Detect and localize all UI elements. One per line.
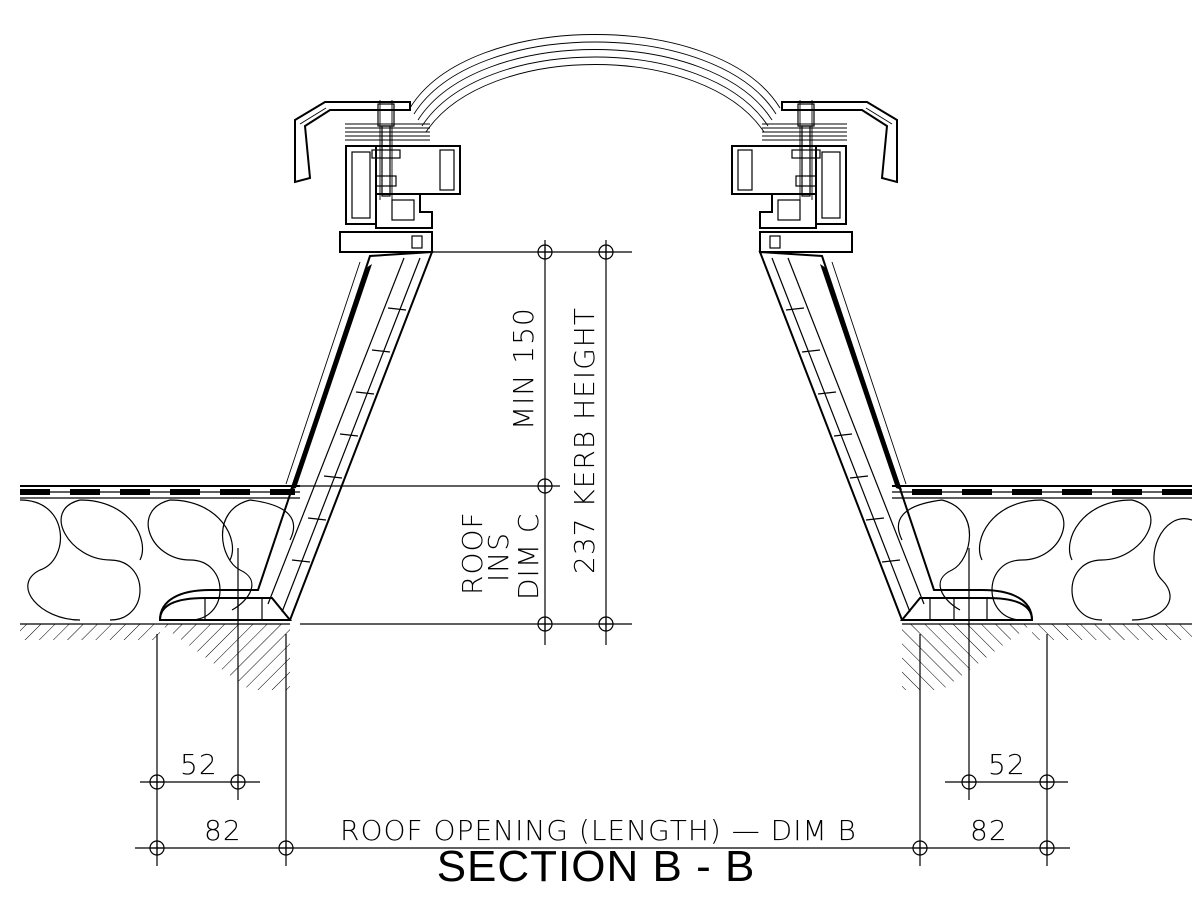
label-min-150: MIN 150	[507, 307, 540, 430]
section-title: SECTION B - B	[436, 842, 756, 891]
label-roof-opening: ROOF OPENING (LENGTH) — DIM B	[340, 814, 857, 847]
label-52-left: 52	[180, 748, 218, 781]
right-upstand	[731, 100, 1192, 690]
left-frame-profile	[345, 145, 461, 229]
left-kerb-cells	[291, 307, 407, 563]
label-dim-c: DIM C	[512, 513, 545, 600]
dome-glazing	[409, 34, 781, 133]
label-kerb-height: 237 KERB HEIGHT	[568, 307, 601, 574]
vertical-dimensions: MIN 150 237 KERB HEIGHT ROOF INS DIM C	[300, 240, 632, 645]
label-82-right: 82	[970, 814, 1008, 847]
label-roof: ROOF	[456, 511, 489, 595]
label-ins: INS	[482, 532, 515, 582]
horizontal-dim-nodes	[149, 774, 1055, 856]
dim-node-marks	[537, 244, 614, 632]
left-glazing-stack	[345, 123, 430, 141]
left-upstand	[19, 100, 461, 690]
left-roof-membrane	[20, 485, 300, 499]
left-seal-strip	[285, 261, 372, 490]
label-82-left: 82	[204, 814, 242, 847]
label-52-right: 52	[988, 748, 1026, 781]
horizontal-dimensions: 52 82 ROOF OPENING (LENGTH) — DIM B 52 8…	[135, 548, 1070, 866]
left-insulation	[19, 499, 295, 621]
